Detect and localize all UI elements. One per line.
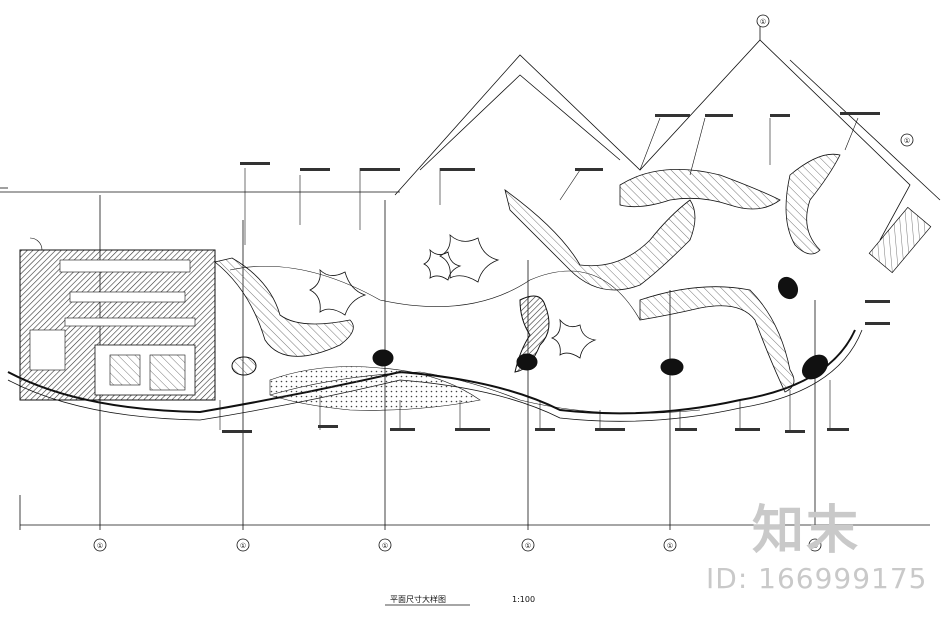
lawn-area [269,366,481,411]
seating-islands [231,276,829,380]
axis-label: ① [382,542,388,550]
axis-bubble [236,538,250,552]
axis-bubble [900,133,914,147]
axis-bubbles [93,14,914,552]
annotation-label-marks [222,112,890,433]
site-boundary-lines [0,20,941,241]
annotation-leaders [219,117,859,430]
axis-label: ① [812,542,818,550]
drawing-title: 平面尺寸大样图 [390,594,446,604]
watermark-id: ID: 166999175 [706,562,928,595]
axis-bubble [93,538,107,552]
axis-bubble [378,538,392,552]
drawing-title-block: 平面尺寸大样图 1:100 [385,594,535,606]
drawing-scale: 1:100 [512,595,535,604]
axis-label: ① [525,542,531,550]
building-block [19,237,216,401]
axis-label: ① [240,542,246,550]
star-planters [309,233,597,359]
watermark-logo: 知末 [752,501,861,561]
axis-label: ① [667,542,673,550]
axis-bubble [808,538,822,552]
axis-bubble [521,538,535,552]
axis-label: ① [97,542,103,550]
axis-bubble [756,14,770,28]
axis-bubble [663,538,677,552]
axis-labels: ① ① ① ① ① ① ① ① [97,18,910,550]
paved-paths [214,153,841,393]
axis-label: ① [760,18,766,26]
axis-label: ① [904,137,910,145]
staircase [868,206,932,274]
